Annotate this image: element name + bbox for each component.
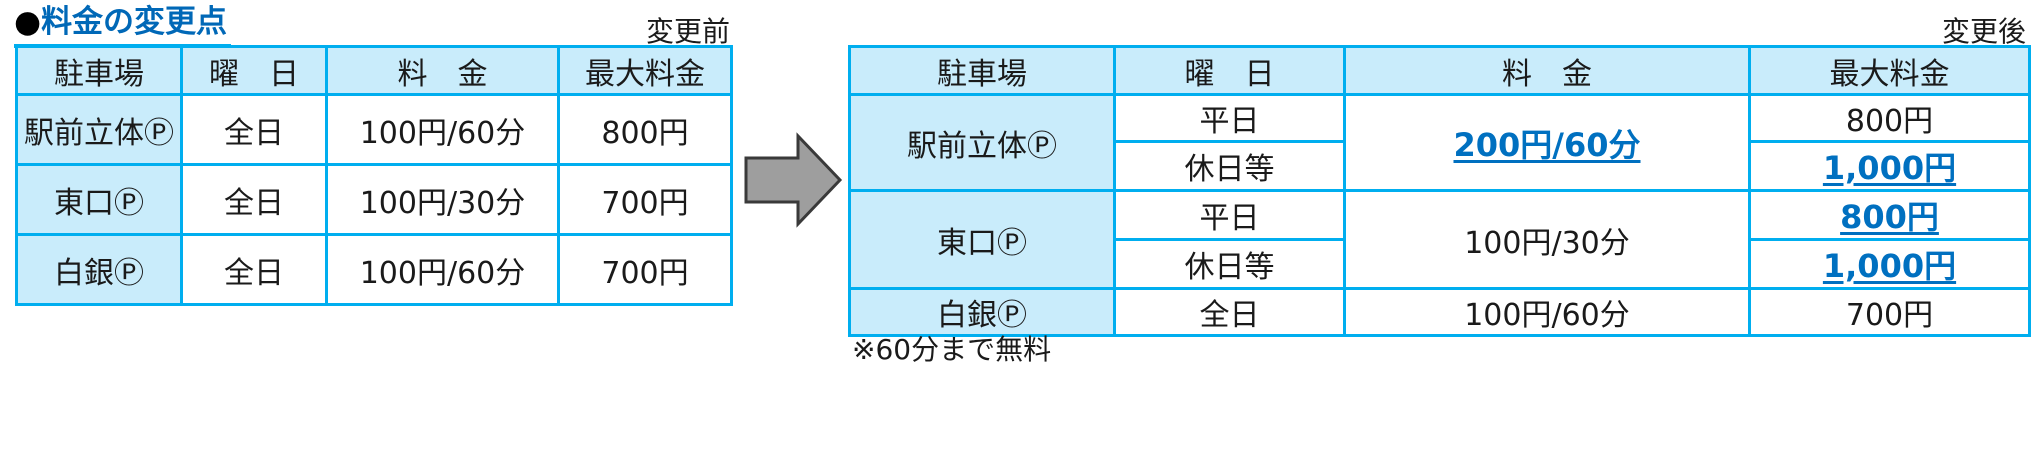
day-cell: 平日 <box>1113 93 1346 143</box>
after-label: 変更後 <box>1941 15 2026 48</box>
fee-cell: 100円/60分 <box>325 93 560 166</box>
max-cell-changed: 1,000円 <box>1748 140 2031 192</box>
header-cell-day: 曜 日 <box>180 45 328 96</box>
fee-cell: 100円/60分 <box>325 233 560 306</box>
header-cell-lot: 駐車場 <box>848 45 1116 96</box>
title-text: 料金の変更点 <box>41 4 228 40</box>
day-cell: 休日等 <box>1113 140 1346 192</box>
table-row: 休日等 1,000円 <box>850 140 2031 192</box>
table-row: 駅前立体Ⓟ 平日 200円/60分 800円 <box>848 93 2031 192</box>
lot-cell: 駅前立体Ⓟ <box>848 93 1116 192</box>
lot-cell: 白銀Ⓟ <box>848 287 1116 337</box>
table-row: 白銀Ⓟ 全日 100円/60分 700円 <box>15 233 733 306</box>
lot-cell: 東口Ⓟ <box>15 163 183 236</box>
max-cell: 800円 <box>1748 93 2031 143</box>
table-row: 駅前立体Ⓟ 全日 100円/60分 800円 <box>15 93 733 166</box>
header-cell-lot: 駐車場 <box>15 45 183 96</box>
table-row: 東口Ⓟ 平日 100円/30分 800円 <box>848 189 2031 290</box>
max-cell: 700円 <box>557 233 733 306</box>
footnote: ※60分まで無料 <box>852 333 1052 366</box>
fee-cell: 100円/30分 <box>1343 189 1751 290</box>
max-cell: 800円 <box>557 93 733 166</box>
fee-cell: 100円/30分 <box>325 163 560 236</box>
fee-cell: 100円/60分 <box>1343 287 1751 337</box>
header-cell-day: 曜 日 <box>1113 45 1346 96</box>
header-cell-max: 最大料金 <box>557 45 733 96</box>
day-cell: 全日 <box>1113 287 1346 337</box>
max-cell: 700円 <box>1748 287 2031 337</box>
day-cell: 休日等 <box>1113 238 1346 290</box>
table-row: 東口Ⓟ 全日 100円/30分 700円 <box>15 163 733 236</box>
after-header-row: 駐車場 曜 日 料 金 最大料金 <box>848 45 2031 96</box>
lot-cell: 駅前立体Ⓟ <box>15 93 183 166</box>
after-table: 駐車場 曜 日 料 金 最大料金 駅前立体Ⓟ 平日 200円/60分 800円 … <box>848 45 2031 337</box>
lot-cell: 東口Ⓟ <box>848 189 1116 290</box>
fee-cell-changed: 200円/60分 <box>1343 93 1751 192</box>
header-cell-max: 最大料金 <box>1748 45 2031 96</box>
max-cell-changed: 1,000円 <box>1748 238 2031 290</box>
lot-cell: 白銀Ⓟ <box>15 233 183 306</box>
table-row: 白銀Ⓟ 全日 100円/60分 700円 <box>848 287 2031 337</box>
before-table: 駐車場 曜 日 料 金 最大料金 駅前立体Ⓟ 全日 100円/60分 800円 … <box>15 45 733 306</box>
before-label: 変更前 <box>645 15 730 48</box>
day-cell: 全日 <box>180 163 328 236</box>
change-arrow-icon <box>744 132 843 228</box>
before-header-row: 駐車場 曜 日 料 金 最大料金 <box>15 45 733 96</box>
day-cell: 平日 <box>1113 189 1346 241</box>
max-cell-changed: 800円 <box>1748 189 2031 241</box>
page-title: ●料金の変更点 <box>14 4 232 48</box>
day-cell: 全日 <box>180 93 328 166</box>
title-bullet-icon: ● <box>14 4 42 40</box>
header-cell-fee: 料 金 <box>325 45 560 96</box>
header-cell-fee: 料 金 <box>1343 45 1751 96</box>
day-cell: 全日 <box>180 233 328 306</box>
max-cell: 700円 <box>557 163 733 236</box>
table-row: 休日等 1,000円 <box>850 238 2031 290</box>
